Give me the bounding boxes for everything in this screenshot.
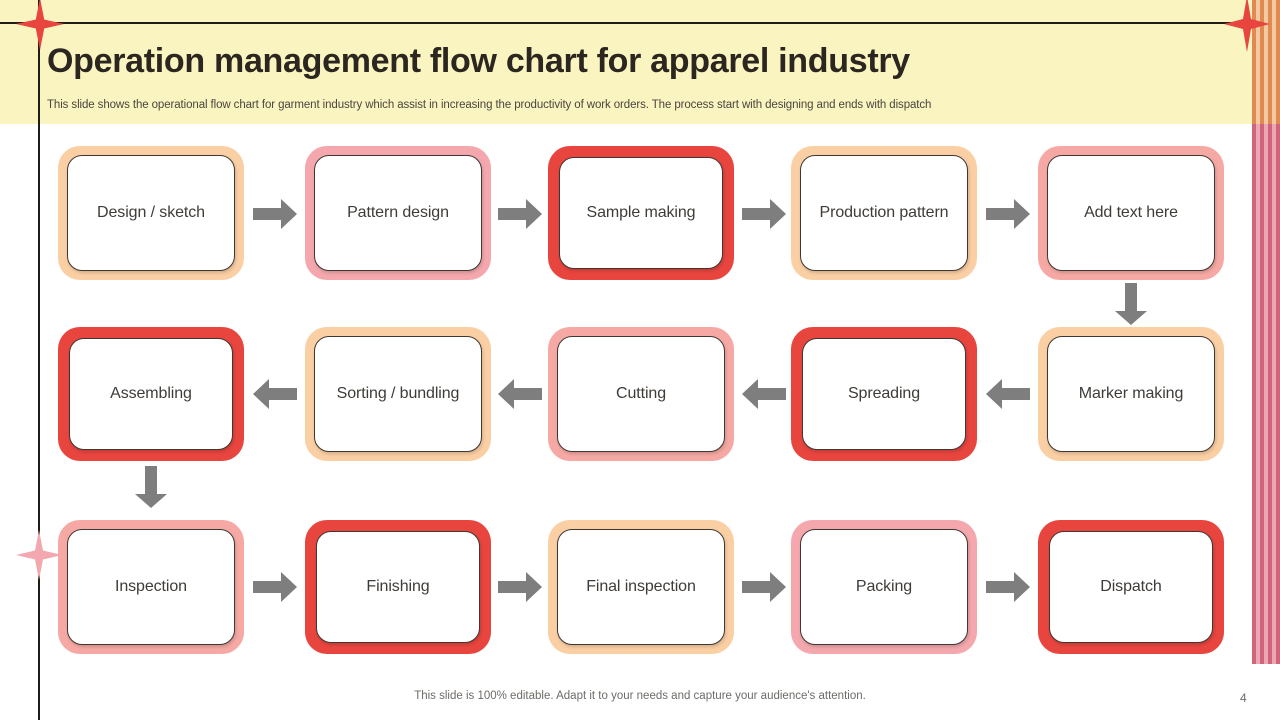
stripe-6 [1272,0,1276,720]
flow-node-label: Marker making [1078,385,1184,402]
stripe-3 [1260,0,1264,720]
flow-node-inspection[interactable]: Inspection [58,520,244,654]
flow-node-inner: Final inspection [557,529,725,645]
stripe-7 [1276,0,1280,720]
arrow-left-row2-4-icon [986,379,1030,409]
flow-node-inner: Marker making [1047,336,1215,452]
arrow-right-row3-1-icon [253,572,297,602]
flow-node-inner: Dispatch [1049,531,1213,643]
header-top-rule [0,22,1280,24]
flow-node-cutting[interactable]: Cutting [548,327,734,461]
flow-node-label: Dispatch [1100,578,1162,595]
flow-node-inner: Inspection [67,529,235,645]
right-edge-stripes [1252,0,1280,720]
flow-node-inner: Cutting [557,336,725,452]
flow-node-design-sketch[interactable]: Design / sketch [58,146,244,280]
flow-node-marker-making[interactable]: Marker making [1038,327,1224,461]
arrow-right-row1-2-icon [498,199,542,229]
flow-node-pattern-design[interactable]: Pattern design [305,146,491,280]
arrow-left-row2-3-icon [742,379,786,409]
stripe-2 [1256,0,1260,720]
stripe-4 [1264,0,1268,720]
flow-node-inner: Add text here [1047,155,1215,271]
flow-node-finishing[interactable]: Finishing [305,520,491,654]
arrow-down-row1-to-row2-icon [1115,283,1147,325]
flow-node-packing[interactable]: Packing [791,520,977,654]
flow-node-inner: Assembling [69,338,233,450]
arrow-right-row1-4-icon [986,199,1030,229]
arrow-right-row3-3-icon [742,572,786,602]
flow-node-label: Production pattern [819,204,949,221]
star-mid-left-icon [16,530,62,580]
stripe-1 [1252,0,1256,720]
flow-node-label: Spreading [847,385,921,402]
flow-node-inner: Sorting / bundling [314,336,482,452]
arrow-right-row1-1-icon [253,199,297,229]
flow-node-inner: Production pattern [800,155,968,271]
flow-node-inner: Finishing [316,531,480,643]
flow-node-final-inspection[interactable]: Final inspection [548,520,734,654]
flow-node-label: Final inspection [586,578,696,595]
header-band [0,0,1280,124]
footer-note: This slide is 100% editable. Adapt it to… [414,690,866,702]
flow-node-inner: Packing [800,529,968,645]
flow-node-inner: Spreading [802,338,966,450]
flow-node-label: Sorting / bundling [336,385,460,402]
flow-node-add-text-here[interactable]: Add text here [1038,146,1224,280]
arrow-right-row3-2-icon [498,572,542,602]
flow-node-inner: Sample making [559,157,723,269]
page-number: 4 [1240,691,1247,705]
arrow-left-row2-2-icon [498,379,542,409]
flow-node-sample-making[interactable]: Sample making [548,146,734,280]
flow-node-sorting-bundling[interactable]: Sorting / bundling [305,327,491,461]
arrow-right-row1-3-icon [742,199,786,229]
flow-node-label: Design / sketch [97,204,205,221]
flow-node-dispatch[interactable]: Dispatch [1038,520,1224,654]
flow-node-production-pattern[interactable]: Production pattern [791,146,977,280]
left-vertical-rule [38,0,40,720]
flow-node-label: Finishing [366,578,430,595]
page-title: Operation management flow chart for appa… [47,42,910,80]
flow-node-inner: Pattern design [314,155,482,271]
arrow-left-row2-1-icon [253,379,297,409]
arrow-down-row2-to-row3-icon [135,466,167,508]
stripe-5 [1268,0,1272,720]
flow-node-assembling[interactable]: Assembling [58,327,244,461]
star-top-left-icon [16,0,64,50]
arrow-right-row3-4-icon [986,572,1030,602]
flow-node-label: Assembling [110,385,192,402]
flow-node-label: Inspection [115,578,187,595]
flow-node-label: Pattern design [347,204,449,221]
flow-node-label: Sample making [586,204,696,221]
page-subtitle: This slide shows the operational flow ch… [47,99,932,111]
flow-node-label: Cutting [616,385,666,402]
flow-node-inner: Design / sketch [67,155,235,271]
flow-node-spreading[interactable]: Spreading [791,327,977,461]
flow-node-label: Add text here [1084,204,1178,221]
star-top-right-icon [1224,0,1270,52]
flow-node-label: Packing [855,578,913,595]
